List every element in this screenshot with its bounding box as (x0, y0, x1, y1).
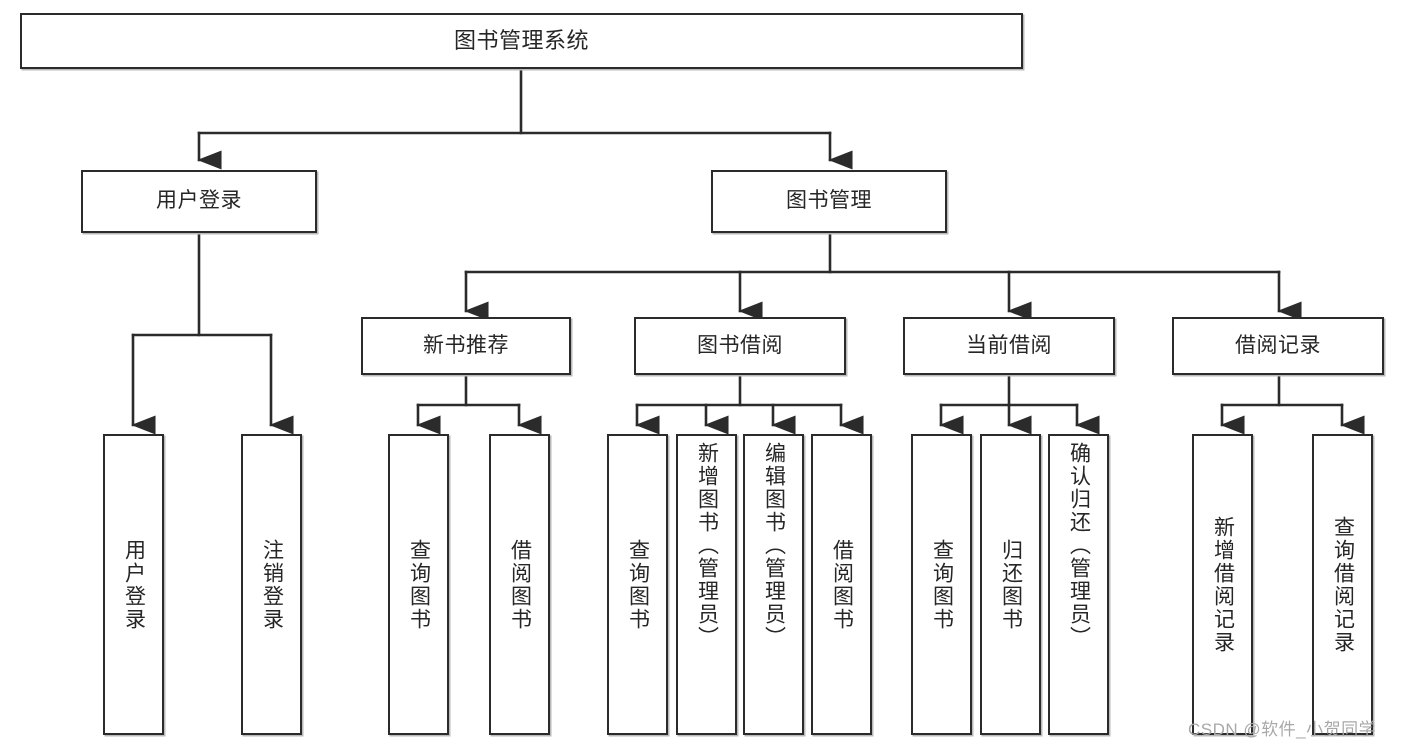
node-label: 编辑图书（管理员） (762, 442, 786, 649)
node-current-borrowing[interactable]: 当前借阅 (903, 317, 1115, 375)
node-borrowing-record[interactable]: 借阅记录 (1172, 317, 1384, 375)
node-label: 查询图书 (930, 538, 954, 631)
leaf-return-book[interactable]: 归还图书 (980, 434, 1041, 735)
node-label: 当前借阅 (966, 333, 1052, 357)
node-label: 查询图书 (407, 538, 431, 631)
csdn-watermark: CSDN @软件_小贺同学 (1188, 720, 1377, 739)
node-label: 图书借阅 (697, 333, 783, 357)
leaf-borrow-book-recommendation[interactable]: 借阅图书 (489, 434, 550, 735)
node-user-login[interactable]: 用户登录 (81, 170, 317, 233)
leaf-query-book-current[interactable]: 查询图书 (911, 434, 972, 735)
node-label: 借阅图书 (830, 538, 854, 631)
node-label: 注销登录 (260, 538, 284, 631)
node-label: 新增图书（管理员） (695, 442, 719, 649)
node-book-management[interactable]: 图书管理 (711, 170, 947, 233)
leaf-query-borrowing-record[interactable]: 查询借阅记录 (1312, 434, 1373, 735)
node-book-borrowing[interactable]: 图书借阅 (634, 317, 846, 375)
node-root-book-management-system[interactable]: 图书管理系统 (20, 13, 1023, 69)
node-new-book-recommendation[interactable]: 新书推荐 (361, 317, 571, 375)
node-label: 借阅图书 (508, 538, 532, 631)
node-label: 用户登录 (122, 538, 146, 631)
node-label: 图书管理 (786, 189, 872, 213)
leaf-add-borrowing-record[interactable]: 新增借阅记录 (1192, 434, 1253, 735)
leaf-confirm-return-admin[interactable]: 确认归还（管理员） (1048, 434, 1109, 735)
node-label: 查询图书 (626, 538, 650, 631)
node-label: 借阅记录 (1235, 333, 1321, 357)
node-label: 新增借阅记录 (1211, 515, 1235, 654)
leaf-edit-book-admin[interactable]: 编辑图书（管理员） (743, 434, 804, 735)
node-label: 图书管理系统 (453, 28, 589, 54)
leaf-logout[interactable]: 注销登录 (241, 434, 302, 735)
leaf-borrow-book-borrowing[interactable]: 借阅图书 (811, 434, 872, 735)
node-label: 用户登录 (156, 189, 242, 213)
leaf-query-book-recommendation[interactable]: 查询图书 (388, 434, 449, 735)
node-label: 查询借阅记录 (1331, 515, 1355, 654)
leaf-query-book-borrowing[interactable]: 查询图书 (607, 434, 668, 735)
leaf-user-login[interactable]: 用户登录 (103, 434, 164, 735)
leaf-add-book-admin[interactable]: 新增图书（管理员） (676, 434, 737, 735)
node-label: 确认归还（管理员） (1067, 442, 1091, 649)
node-label: 新书推荐 (423, 333, 509, 357)
node-label: 归还图书 (999, 538, 1023, 631)
